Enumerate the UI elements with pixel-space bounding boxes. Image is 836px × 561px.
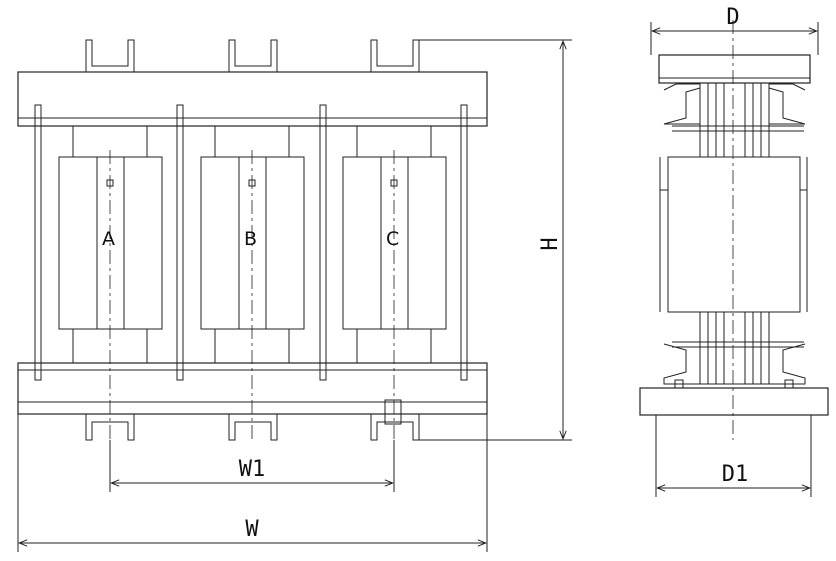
- dimension-w1: W1: [109, 440, 395, 492]
- side-top-plate: [658, 54, 811, 84]
- coil-phase-c: C: [342, 150, 447, 490]
- dimension-d-label: D: [726, 5, 739, 30]
- side-base-plate: [639, 387, 829, 416]
- side-coil-body: [667, 156, 801, 313]
- tie-rods: [34, 104, 468, 381]
- dimension-w1-label: W1: [239, 457, 266, 482]
- dimension-h: H: [419, 39, 572, 441]
- coil-label-b: B: [244, 228, 257, 250]
- coil-phase-b: B: [200, 150, 305, 440]
- dimension-h-label: H: [538, 237, 563, 250]
- coil-label-c: C: [386, 228, 399, 250]
- dimension-d: D: [650, 5, 819, 55]
- lower-clamp-frame: [17, 362, 488, 415]
- side-view: D: [639, 5, 829, 497]
- side-lower-fins: [699, 311, 770, 385]
- coil-label-a: A: [102, 228, 115, 250]
- dimension-w: W: [17, 414, 488, 552]
- dimension-d1: D1: [655, 415, 812, 497]
- coil-phase-a: A: [58, 150, 163, 490]
- dimension-w-label: W: [245, 517, 259, 542]
- side-upper-fins: [699, 82, 770, 158]
- bottom-brackets: [85, 399, 420, 441]
- top-brackets: [85, 39, 420, 72]
- dimension-d1-label: D1: [722, 462, 749, 487]
- front-view: A B C H: [17, 39, 572, 552]
